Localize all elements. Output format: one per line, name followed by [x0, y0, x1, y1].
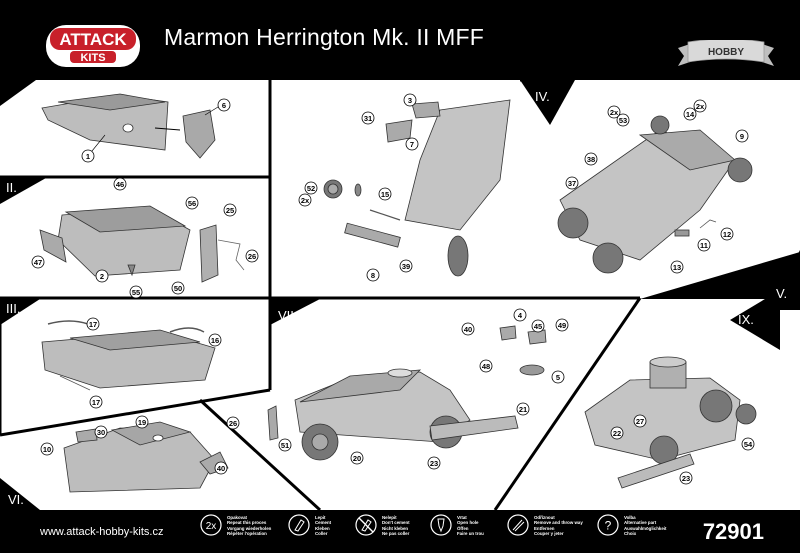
- part-number: 55: [132, 288, 140, 297]
- part-number: 38: [587, 155, 595, 164]
- logo-text-kits: KITS: [80, 52, 105, 64]
- part-number: 2: [100, 272, 104, 281]
- part-number: 3: [408, 96, 412, 105]
- kit-number: 72901: [702, 519, 764, 544]
- step-2-drawing: 46 56 25 47 2 55 50 26: [31, 177, 259, 299]
- part-number: 2x: [696, 102, 705, 111]
- part-number: 8: [371, 271, 375, 280]
- part-number: 40: [217, 464, 225, 473]
- section-label-1: I.: [6, 81, 13, 96]
- part-number: 23: [682, 474, 690, 483]
- part-number: 1: [86, 152, 90, 161]
- part-number: 45: [534, 322, 542, 331]
- svg-text:2x: 2x: [206, 521, 217, 532]
- step-9-drawing: 27 22 54 23: [584, 356, 757, 489]
- part-number: 47: [34, 258, 42, 267]
- part-number: 11: [700, 241, 708, 250]
- part-number: 9: [740, 132, 744, 141]
- part-number: 52: [307, 184, 315, 193]
- header: ATTACK KITS Marmon Herrington Mk. II MFF…: [0, 0, 800, 80]
- part-number: 15: [381, 190, 389, 199]
- part-number: 6: [222, 101, 226, 110]
- part-number: 12: [723, 230, 731, 239]
- question-icon: ?: [597, 514, 619, 536]
- part-number: 26: [229, 419, 237, 428]
- drill-icon: [430, 514, 452, 536]
- footer: www.attack-hobby-kits.cz 2x Opakovat Rep…: [0, 510, 800, 553]
- part-number: 26: [248, 252, 256, 261]
- part-number: 27: [636, 417, 644, 426]
- section-corner-1: [0, 80, 36, 106]
- section-corner-2: [0, 178, 46, 204]
- section-label-6: VI.: [8, 492, 24, 507]
- logo-text-attack: ATTACK: [59, 30, 127, 49]
- part-number: 16: [211, 336, 219, 345]
- legend-repeat-text: Opakovat Repeat this proces Vorgang wied…: [227, 515, 272, 537]
- part-number: 17: [92, 398, 100, 407]
- attack-kits-logo: ATTACK KITS: [46, 25, 140, 67]
- section-label-5: V.: [776, 286, 787, 301]
- legend-cut-text: Odříznout Remove and throw way Entfernen…: [534, 515, 583, 537]
- section-label-4: IV.: [535, 89, 550, 104]
- part-number: 19: [138, 418, 146, 427]
- part-number: 30: [97, 428, 105, 437]
- part-number: 22: [613, 429, 621, 438]
- part-number: 10: [43, 445, 51, 454]
- instruction-sheet: I. II. III. IV. V. VI. VII. IX. 6 1 46: [0, 80, 800, 510]
- part-number: 2x: [301, 196, 310, 205]
- section-label-3: III.: [6, 301, 20, 316]
- part-number: 31: [364, 114, 372, 123]
- section-label-2: II.: [6, 180, 17, 195]
- legend-alternative-text: Volba Alternative part Auswahlmöglichkei…: [624, 515, 667, 537]
- legend-drill-text: Vrtat Open hole Öffen Faire un trou: [457, 515, 484, 537]
- part-number: 4: [518, 311, 523, 320]
- part-number: 14: [686, 110, 695, 119]
- 2x-icon: 2x: [200, 514, 222, 536]
- hobby-badge-text: HOBBY: [708, 47, 744, 58]
- part-number: 51: [281, 441, 289, 450]
- part-number: 46: [116, 180, 124, 189]
- section-corner-9: [730, 290, 780, 350]
- part-number: 40: [464, 325, 472, 334]
- part-number: 2x: [610, 108, 619, 117]
- step-5-drawing: 2x 53 14 2x 9 38 37 11 12 13: [557, 99, 753, 274]
- part-number: 53: [619, 116, 627, 125]
- part-number: 39: [402, 262, 410, 271]
- part-number: 50: [174, 284, 182, 293]
- step-4-drawing: 3 31 7 52 2x 15 8 39: [298, 93, 511, 282]
- section-label-9: IX.: [738, 312, 754, 327]
- page-title: Marmon Herrington Mk. II MFF: [164, 24, 484, 50]
- part-number: 37: [568, 179, 576, 188]
- part-number: 23: [430, 459, 438, 468]
- part-number: 21: [519, 405, 527, 414]
- part-number: 49: [558, 321, 566, 330]
- part-number: 7: [410, 140, 414, 149]
- step-7-drawing: 40 4 45 49 48 5 26 51 20 21 23: [226, 308, 569, 470]
- part-number: 54: [744, 440, 753, 449]
- part-number: 25: [226, 206, 234, 215]
- section-corner-9-top: [640, 252, 800, 299]
- step-1-drawing: 6 1: [41, 93, 231, 163]
- section-label-7: VII.: [278, 308, 298, 323]
- part-number: 5: [556, 373, 560, 382]
- section-corner-7: [270, 299, 320, 325]
- svg-text:?: ?: [605, 519, 612, 533]
- step-3-drawing: 17 16 17: [41, 317, 222, 409]
- part-number: 13: [673, 263, 681, 272]
- cut-icon: [507, 514, 529, 536]
- glue-icon: [288, 514, 310, 536]
- section-corner-3: [0, 299, 40, 325]
- section-corner-6: [0, 478, 40, 510]
- website-link[interactable]: www.attack-hobby-kits.cz: [40, 526, 164, 538]
- legend-no-cement-text: Nelepit Don't cement Nicht kleben Ne pas…: [382, 515, 410, 537]
- part-number: 48: [482, 362, 490, 371]
- step-6-drawing: 30 19 10 40: [40, 415, 229, 493]
- section-corner-4: [520, 80, 575, 125]
- part-number: 56: [188, 199, 196, 208]
- legend-cement-text: Lepit Cement Kleben Coller: [315, 515, 332, 537]
- hobby-badge: HOBBY: [678, 40, 774, 66]
- part-number: 20: [353, 454, 361, 463]
- no-glue-icon: [355, 514, 377, 536]
- part-number: 17: [89, 320, 97, 329]
